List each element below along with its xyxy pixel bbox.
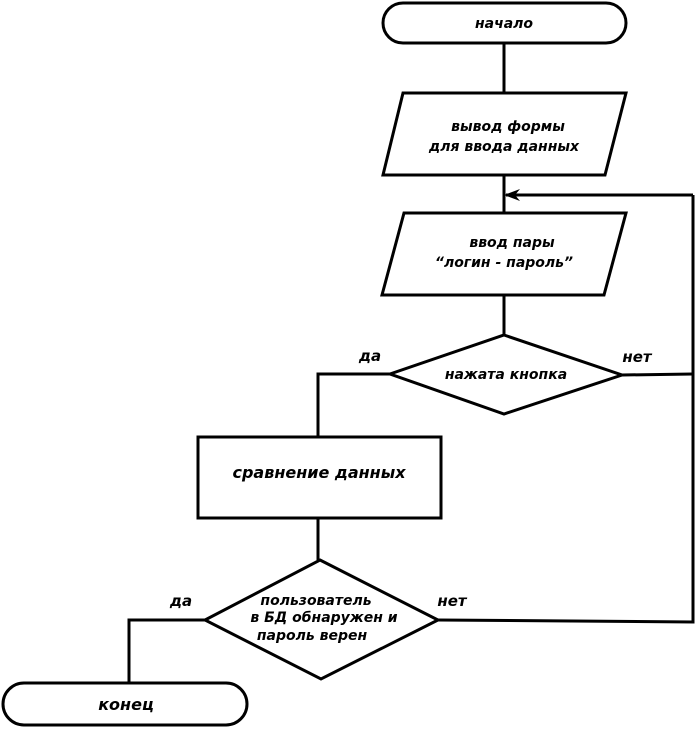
input-pair-block: ввод пары “логин - пароль” (380, 211, 628, 297)
user-found-label-line1: пользователь (260, 593, 371, 609)
connector-decision-yes-to-end (127, 618, 205, 683)
output-form-label-line2: для ввода данных (428, 139, 580, 155)
end-label: конец (98, 695, 154, 714)
button-pressed-yes-label: да (358, 347, 381, 365)
button-pressed-no-label: нет (622, 348, 653, 366)
user-found-label-line2: в БД обнаружен и (250, 610, 397, 626)
start-label: начало (475, 16, 533, 32)
compare-data-process: сравнение данных (196, 435, 443, 520)
start-terminator: начало (381, 1, 628, 45)
connector-button-no-to-loop (621, 372, 694, 377)
button-pressed-label: нажата кнопка (445, 367, 567, 383)
connector-decision-yes-to-compare (316, 372, 390, 437)
button-pressed-decision: нажата кнопка (385, 333, 627, 416)
connector-decision-no-loop (437, 195, 695, 624)
output-form-label-line1: вывод формы (451, 119, 565, 135)
end-terminator: конец (1, 681, 249, 727)
user-found-decision: пользователь в БД обнаружен и пароль вер… (201, 558, 442, 681)
user-found-yes-label: да (169, 592, 192, 610)
user-found-no-label: нет (437, 592, 468, 610)
input-pair-label-line1: ввод пары (469, 235, 555, 251)
input-pair-label-line2: “логин - пароль” (435, 255, 573, 271)
compare-data-label: сравнение данных (232, 463, 406, 482)
user-found-label-line3: пароль верен (257, 628, 368, 644)
output-form-block: вывод формы для ввода данных (381, 91, 628, 177)
